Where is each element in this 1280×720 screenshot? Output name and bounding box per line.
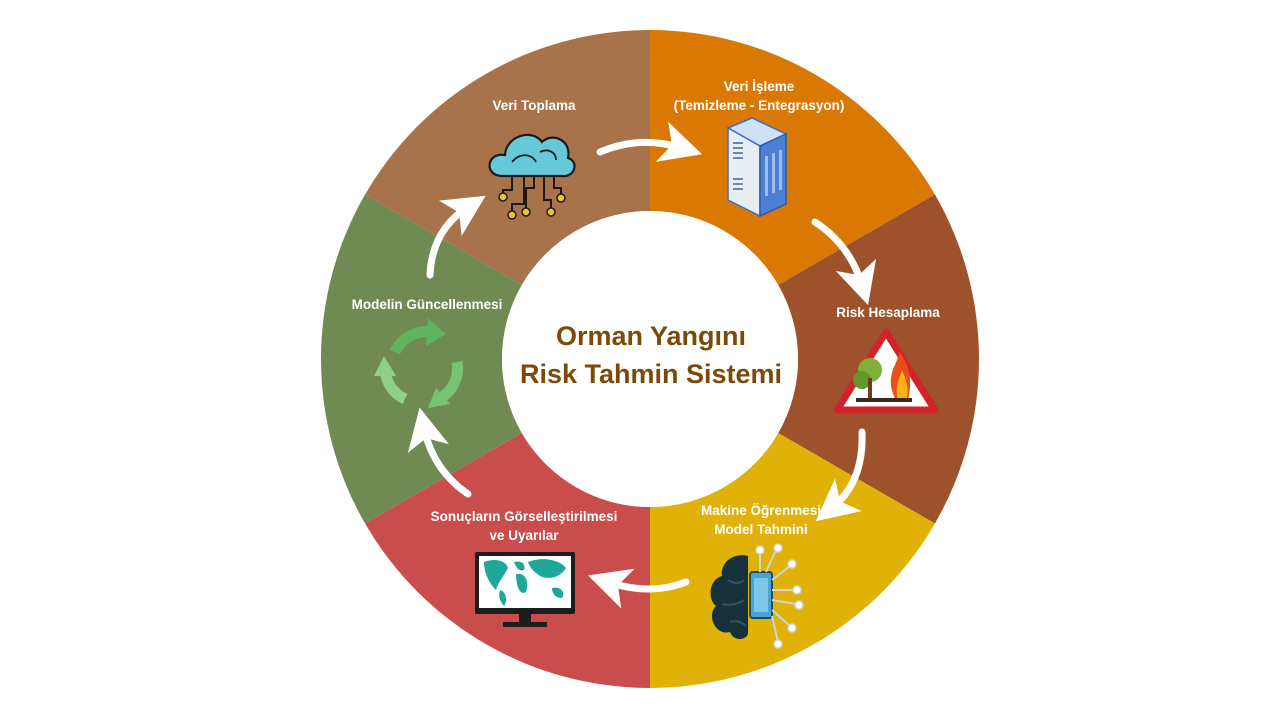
segment-modelin-guncellenmesi (321, 194, 522, 524)
arrow-icon (815, 428, 866, 522)
label-sonuclarin-2: ve Uyarılar (489, 528, 559, 543)
label-makine-ogrenmesi-2: Model Tahmini (714, 522, 808, 537)
title-line-2: Risk Tahmin Sistemi (520, 359, 782, 389)
label-veri-toplama: Veri Toplama (492, 98, 576, 113)
label-veri-isleme-2: (Temizleme - Entegrasyon) (674, 98, 845, 113)
arrow-icon (811, 218, 877, 306)
flow-arrows (407, 121, 877, 609)
arrow-icon (588, 568, 690, 609)
segment-veri-isleme (650, 30, 935, 285)
server-icon (726, 117, 788, 218)
label-modelin-guncellenmesi: Modelin Güncellenmesi (352, 297, 503, 312)
label-makine-ogrenmesi-1: Makine Öğrenmesi (701, 503, 821, 518)
recycle-arrows-icon (374, 318, 464, 408)
fire-warning-icon (833, 328, 939, 414)
label-veri-isleme-1: Veri İşleme (724, 79, 795, 94)
arrow-icon (596, 121, 703, 162)
arrow-icon (426, 195, 486, 279)
brain-circuit-icon (710, 543, 804, 649)
arrow-icon (407, 407, 472, 498)
world-map-monitor-icon (475, 552, 575, 627)
cloud-network-icon (488, 133, 576, 220)
title-line-1: Orman Yangını (556, 321, 746, 351)
label-risk-hesaplama: Risk Hesaplama (836, 305, 940, 320)
label-sonuclarin-1: Sonuçların Görselleştirilmesi (431, 509, 618, 524)
center-circle (502, 211, 798, 507)
